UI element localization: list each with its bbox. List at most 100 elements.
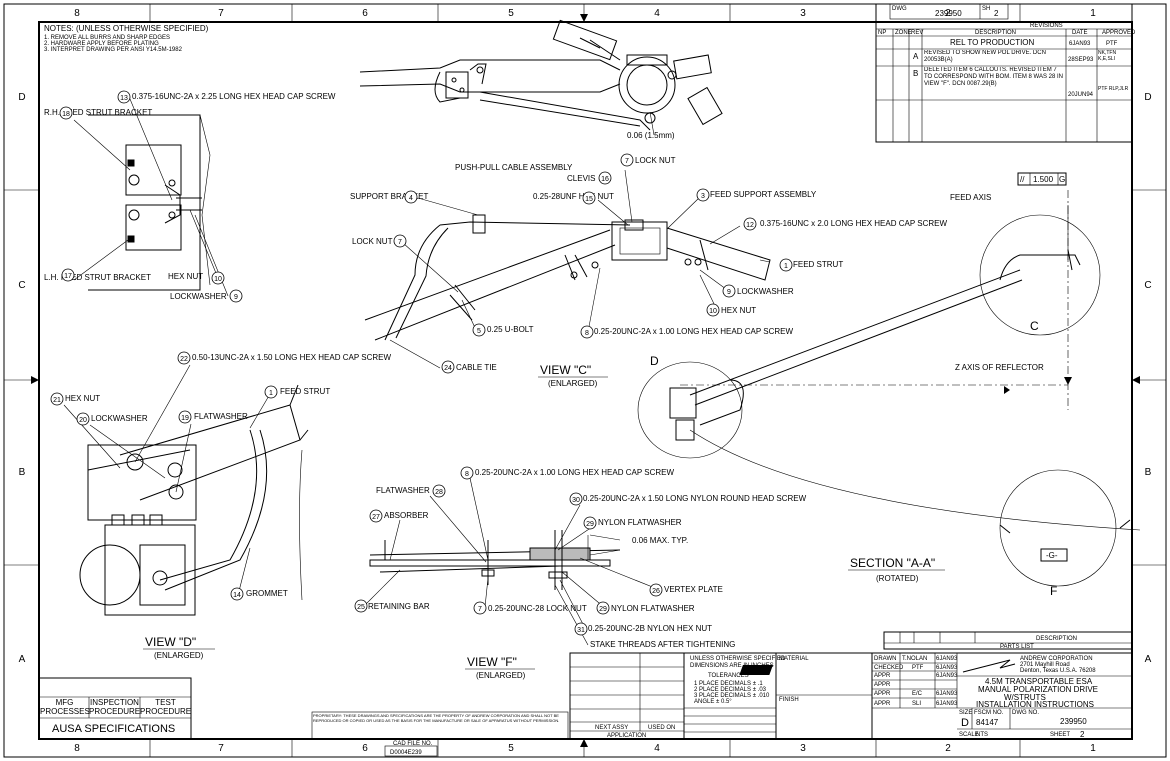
revision-date: 20JUN94 xyxy=(1068,92,1094,98)
title-block: DRAWN T.NOLAN 6JAN93 CHECKED PTF 6JAN93 … xyxy=(739,652,1133,740)
balloon: 16 xyxy=(598,171,612,185)
balloon: 3 xyxy=(696,188,710,202)
svg-text:0.375-16UNC x 2.0 LONG HEX HEA: 0.375-16UNC x 2.0 LONG HEX HEAD CAP SCRE… xyxy=(760,219,947,228)
revision-dwg-no: 239950 xyxy=(935,9,962,18)
svg-text:PUSH-PULL CABLE ASSEMBLY: PUSH-PULL CABLE ASSEMBLY xyxy=(455,163,573,172)
callout-labels: 0.375-16UNC-2A x 2.25 LONG HEX HEAD CAP … xyxy=(44,92,1044,649)
svg-text:FEED STRUT: FEED STRUT xyxy=(280,387,330,396)
revision-date: 28SEP93 xyxy=(1068,57,1094,63)
tolerance-block: UNLESS OTHERWISE SPECIFIED DIMENSIONS AR… xyxy=(683,652,786,740)
svg-text:NYLON FLATWASHER: NYLON FLATWASHER xyxy=(598,518,682,527)
balloon: 4 xyxy=(404,190,418,204)
view-d-assembly xyxy=(79,384,309,616)
sheet-number: 2 xyxy=(1080,730,1085,739)
svg-text:DWG NO.: DWG NO. xyxy=(1012,710,1039,716)
zone-label: 4 xyxy=(654,8,660,19)
zone-label: A xyxy=(1145,654,1152,665)
svg-text:VERTEX PLATE: VERTEX PLATE xyxy=(664,585,723,594)
svg-text:MATERIAL: MATERIAL xyxy=(779,656,809,662)
process-col: MFG PROCESSES xyxy=(40,698,89,716)
parts-list-header: DESCRIPTION PARTS LIST xyxy=(883,631,1133,650)
balloon: 17 xyxy=(61,268,75,282)
svg-text:DESCRIPTION: DESCRIPTION xyxy=(975,30,1016,36)
svg-text:0.25 U-BOLT: 0.25 U-BOLT xyxy=(487,325,534,334)
revision-approved: PTF RLP,JLR xyxy=(1098,86,1129,92)
revision-approved: NK,TFN K,E,SLI xyxy=(1098,50,1117,62)
view-letter-d: D xyxy=(650,354,659,368)
svg-text:-G-: -G- xyxy=(1046,551,1058,560)
revision-desc: REL TO PRODUCTION xyxy=(950,38,1035,47)
parts-list-title: PARTS LIST xyxy=(1000,644,1034,650)
svg-text:21: 21 xyxy=(53,397,61,404)
svg-text:2 PLACE DECIMALS ± .03: 2 PLACE DECIMALS ± .03 xyxy=(694,687,767,693)
zone-labels-top: 8 7 6 5 4 3 2 1 xyxy=(74,8,1096,19)
balloon: 20 xyxy=(76,412,90,426)
svg-text:FLATWASHER: FLATWASHER xyxy=(376,486,430,495)
bracket-view-upper xyxy=(88,114,211,291)
zone-label: 6 xyxy=(362,8,368,19)
svg-text:ZONE: ZONE xyxy=(895,30,912,36)
svg-text:FSCM NO.: FSCM NO. xyxy=(974,710,1004,716)
svg-text:ANDREW CORPORATION: ANDREW CORPORATION xyxy=(1020,656,1093,662)
svg-text:10: 10 xyxy=(709,308,717,315)
center-arrow-right xyxy=(1132,376,1140,384)
zone-label: D xyxy=(1144,92,1151,103)
svg-text:25: 25 xyxy=(357,604,365,611)
svg-text:10: 10 xyxy=(214,276,222,283)
datum-g-box: -G- xyxy=(1040,548,1068,562)
svg-text:TOLERANCES: TOLERANCES xyxy=(708,673,749,679)
company-name: ANDREW xyxy=(999,669,1033,676)
svg-text:DRAWN: DRAWN xyxy=(874,656,896,662)
center-arrow-left xyxy=(31,376,39,384)
svg-text:LOCKWASHER: LOCKWASHER xyxy=(91,414,148,423)
gdt-symbol: // xyxy=(1020,175,1025,184)
svg-text:HEX NUT: HEX NUT xyxy=(721,306,756,315)
balloon: 29 xyxy=(596,601,610,615)
svg-text:3: 3 xyxy=(701,193,705,200)
approval-name: SLI xyxy=(912,701,921,707)
process-col: INSPECTION PROCEDURES xyxy=(89,698,140,716)
svg-text:RETAINING BAR: RETAINING BAR xyxy=(368,602,430,611)
zone-label: 8 xyxy=(74,743,80,754)
view-f-title: VIEW "F" xyxy=(467,655,517,669)
svg-text:ABSORBER: ABSORBER xyxy=(384,511,429,520)
approval-name: E/C xyxy=(912,691,923,697)
svg-text:UNLESS OTHERWISE SPECIFIED: UNLESS OTHERWISE SPECIFIED xyxy=(690,656,786,662)
material-finish-block: MATERIAL FINISH xyxy=(775,652,873,740)
svg-text:LOCKWASHER: LOCKWASHER xyxy=(737,287,794,296)
zone-label: 7 xyxy=(218,743,224,754)
fscm-number: 84147 xyxy=(976,718,999,727)
zone-label: C xyxy=(18,280,25,291)
zone-label: 2 xyxy=(945,8,951,19)
zone-label: 8 xyxy=(74,8,80,19)
balloon: 25 xyxy=(354,599,368,613)
svg-text:APPR: APPR xyxy=(874,691,891,697)
revision-sheet: 2 xyxy=(994,9,999,18)
svg-text:APPLICATION: APPLICATION xyxy=(607,733,646,739)
ausa-specifications: AUSA SPECIFICATIONS xyxy=(52,723,175,735)
svg-text:0.25-20UNC-28 LOCK NUT: 0.25-20UNC-28 LOCK NUT xyxy=(488,604,587,613)
gdt-datum: G xyxy=(1059,175,1065,184)
svg-text:APPROVED: APPROVED xyxy=(1102,30,1136,36)
svg-text:0.06 MAX. TYP.: 0.06 MAX. TYP. xyxy=(632,536,688,545)
outer-border xyxy=(3,3,1167,758)
zone-labels-bottom: 8 7 6 5 4 3 2 1 xyxy=(74,743,1096,754)
title-line-1: 4.5M TRANSPORTABLE ESA xyxy=(985,677,1093,686)
revision-rev: A xyxy=(913,52,919,61)
zone-label: B xyxy=(1145,467,1152,478)
balloon: 27 xyxy=(369,509,383,523)
svg-text:Z AXIS OF REFLECTOR: Z AXIS OF REFLECTOR xyxy=(955,363,1044,372)
svg-text:REV: REV xyxy=(911,30,923,36)
svg-text:18: 18 xyxy=(62,111,70,118)
svg-text:0.25-28UNF HEX NUT: 0.25-28UNF HEX NUT xyxy=(533,192,614,201)
balloon: 7 xyxy=(473,601,487,615)
svg-text:7: 7 xyxy=(478,606,482,613)
balloon: 30 xyxy=(569,492,583,506)
svg-text:6JAN93: 6JAN93 xyxy=(936,691,958,697)
svg-text:SHEET: SHEET xyxy=(1050,732,1070,738)
section-a-a xyxy=(637,190,1141,587)
view-c-subtitle: (ENLARGED) xyxy=(548,379,598,388)
note-line: 3. INTERPRET DRAWING PER ANSI Y14.5M-198… xyxy=(44,47,183,53)
item-balloons: 13 18 17 10 9 4 7 16 15 3 12 1 7 9 10 5 … xyxy=(50,90,793,636)
zone-label: 2 xyxy=(945,743,951,754)
